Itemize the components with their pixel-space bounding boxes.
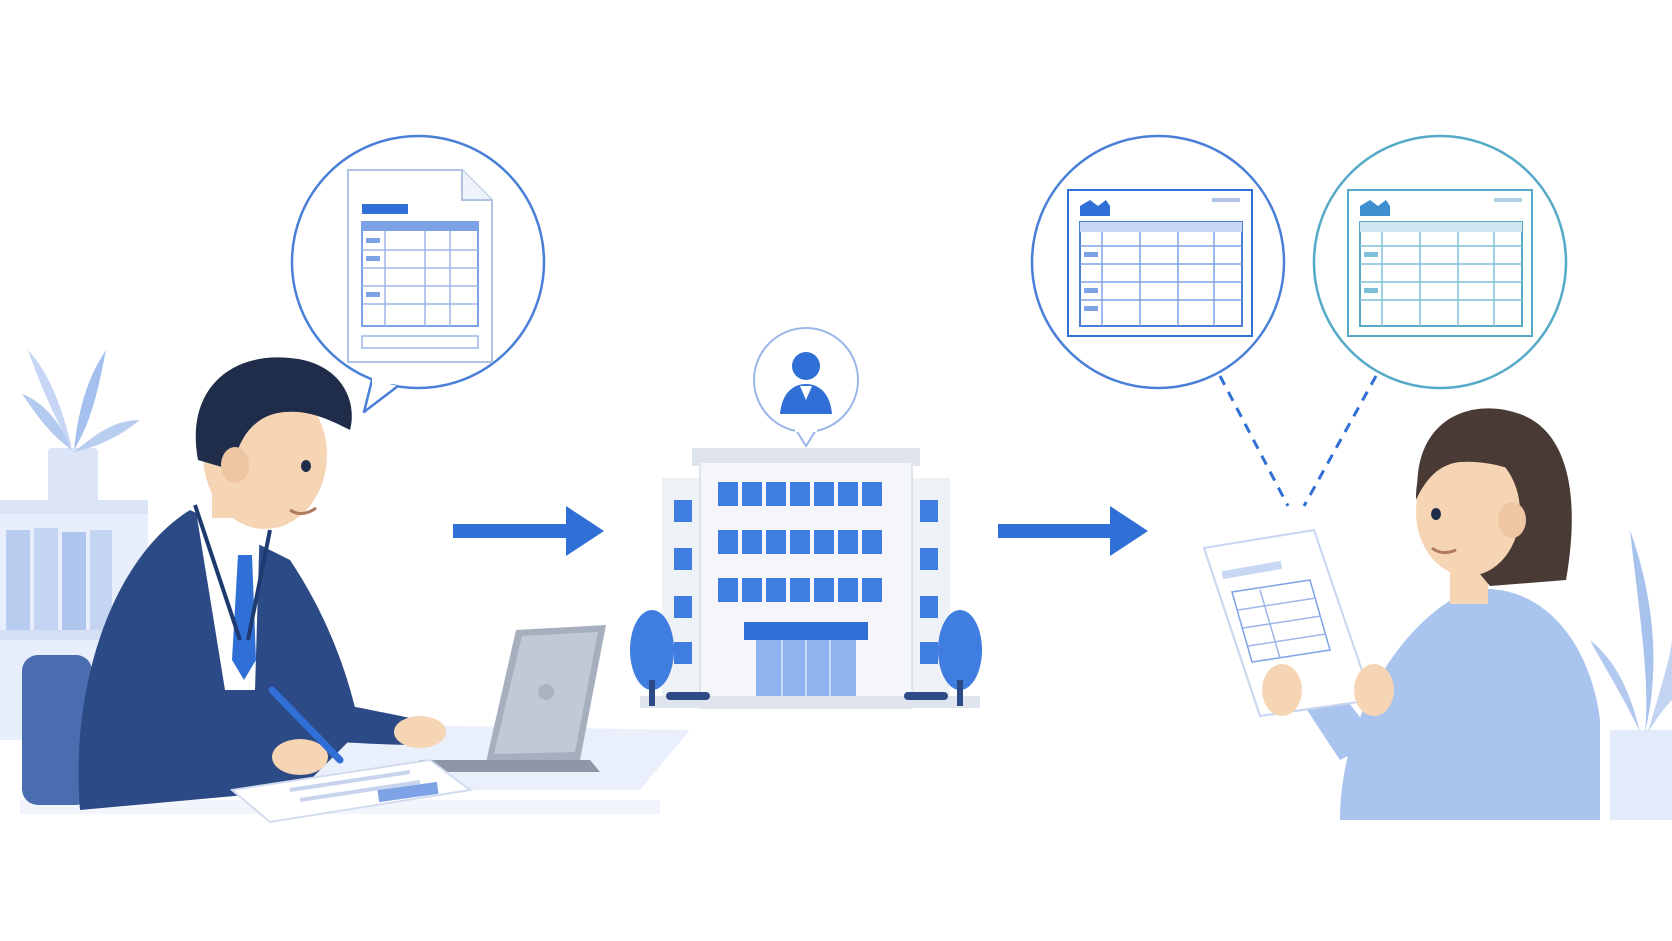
document-form-icon [347,169,493,363]
document-held [1202,528,1374,718]
person-icon [780,352,832,414]
arrow-right-icon [453,506,604,556]
form-table-icon [1347,189,1533,337]
tree-icon [938,610,982,706]
laptop-icon [410,625,606,772]
arrow-right-icon [998,506,1148,556]
office-building-icon [630,448,982,709]
form-table-icon [1067,189,1253,337]
form-bubble [1030,134,1286,390]
dashed-connector [1218,375,1378,507]
building-windows [674,482,938,664]
tree-icon [630,610,674,706]
applicant-figure [22,357,446,810]
recipient-figure [1202,408,1600,820]
form-bubble [1312,134,1568,390]
document-on-desk [229,758,473,824]
person-bubble [753,327,859,448]
speech-bubble [290,134,546,414]
plant-icon [1590,530,1672,820]
plant-icon [22,350,140,504]
